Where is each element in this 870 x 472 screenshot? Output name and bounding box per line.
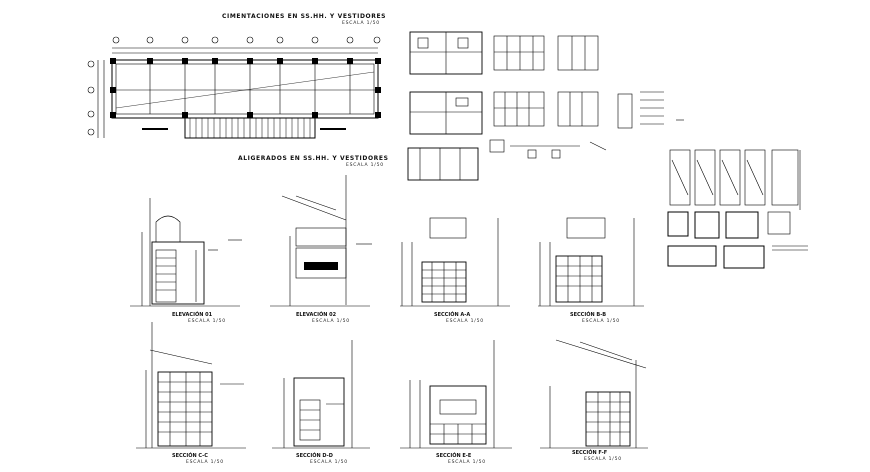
- view-title-section-c-c: SECCIÓN C-C: [172, 453, 208, 459]
- view-title-section-d-d: SECCIÓN D-D: [296, 453, 333, 459]
- section-f-f-drawing: [540, 339, 648, 449]
- door-window-details: [667, 149, 808, 269]
- view-scale-section-a-a: ESCALA 1/50: [446, 319, 484, 324]
- view-title-elevation-01: ELEVACIÓN 01: [172, 312, 213, 318]
- slab-plan-title: ALIGERADOS EN SS.HH. Y VESTIDORES: [238, 155, 389, 162]
- elevation-02-drawing: [270, 175, 372, 307]
- view-title-section-e-e: SECCIÓN E-E: [436, 453, 472, 459]
- view-scale-section-c-c: ESCALA 1/50: [186, 460, 224, 465]
- view-title-elevation-02: ELEVACIÓN 02: [296, 312, 337, 318]
- elevation-01-drawing: [130, 198, 242, 307]
- view-scale-section-b-b: ESCALA 1/50: [582, 319, 620, 324]
- section-c-c-drawing: [136, 322, 246, 449]
- view-title-section-f-f: SECCIÓN F-F: [572, 450, 608, 456]
- view-scale-elevation-02: ESCALA 1/50: [312, 319, 350, 324]
- section-a-a-drawing: [400, 217, 510, 307]
- foundation-plan: [87, 36, 381, 139]
- view-scale-section-f-f: ESCALA 1/50: [584, 457, 622, 462]
- section-e-e-drawing: [400, 340, 512, 449]
- view-scale-section-e-e: ESCALA 1/50: [448, 460, 486, 465]
- section-b-b-drawing: [538, 217, 644, 307]
- section-d-d-drawing: [272, 340, 370, 449]
- bathroom-detail-plans: [407, 31, 684, 181]
- foundation-plan-title: CIMENTACIONES EN SS.HH. Y VESTIDORES: [222, 13, 387, 20]
- view-title-section-a-a: SECCIÓN A-A: [434, 312, 471, 318]
- foundation-plan-scale: ESCALA 1/50: [342, 21, 380, 26]
- view-title-section-b-b: SECCIÓN B-B: [570, 312, 607, 318]
- view-scale-section-d-d: ESCALA 1/50: [310, 460, 348, 465]
- slab-plan-scale: ESCALA 1/50: [346, 163, 384, 168]
- view-scale-elevation-01: ESCALA 1/50: [188, 319, 226, 324]
